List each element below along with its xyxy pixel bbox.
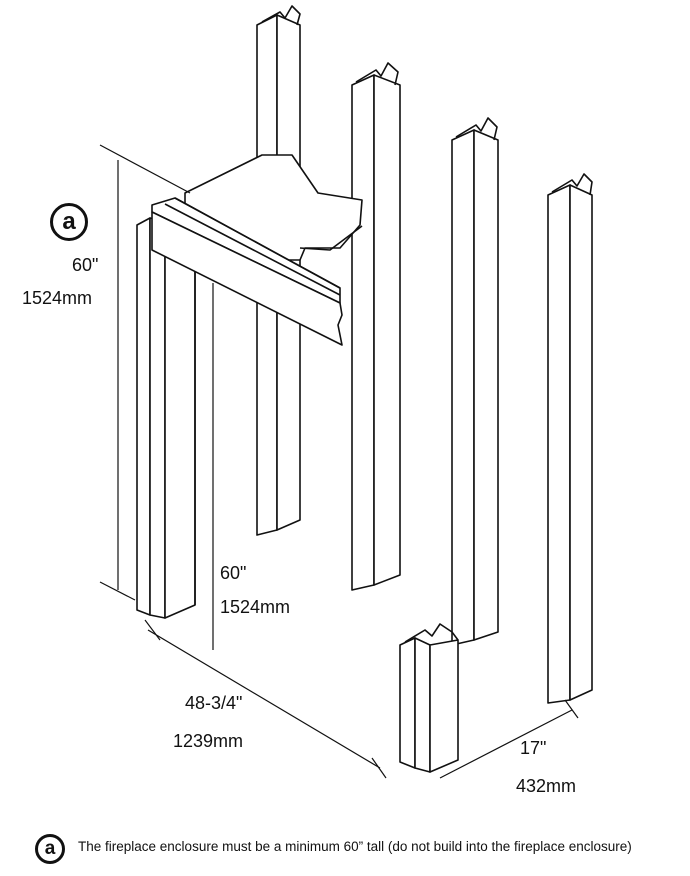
opening-height-in: 60" <box>220 563 247 583</box>
stud-post-3 <box>451 117 499 646</box>
front-short-post <box>399 623 459 773</box>
note-callout-a-icon: a <box>35 834 65 864</box>
enclosure-height-mm: 1524mm <box>22 288 93 308</box>
front-left-posts <box>136 217 196 619</box>
callout-a-icon: a <box>50 203 88 241</box>
stud-post-2 <box>351 62 401 591</box>
header-beam <box>151 197 343 346</box>
width-mm: 1239mm <box>173 731 244 751</box>
depth-mm: 432mm <box>516 776 577 796</box>
stud-post-1 <box>256 5 301 536</box>
dimension-lines <box>99 144 579 779</box>
width-in: 48-3/4" <box>185 693 243 713</box>
stud-post-4 <box>547 173 593 704</box>
depth-in: 17" <box>520 738 547 758</box>
enclosure-height-in: 60" <box>72 255 99 275</box>
opening-height-mm: 1524mm <box>220 597 291 617</box>
enclosure-note: The fireplace enclosure must be a minimu… <box>78 839 632 854</box>
